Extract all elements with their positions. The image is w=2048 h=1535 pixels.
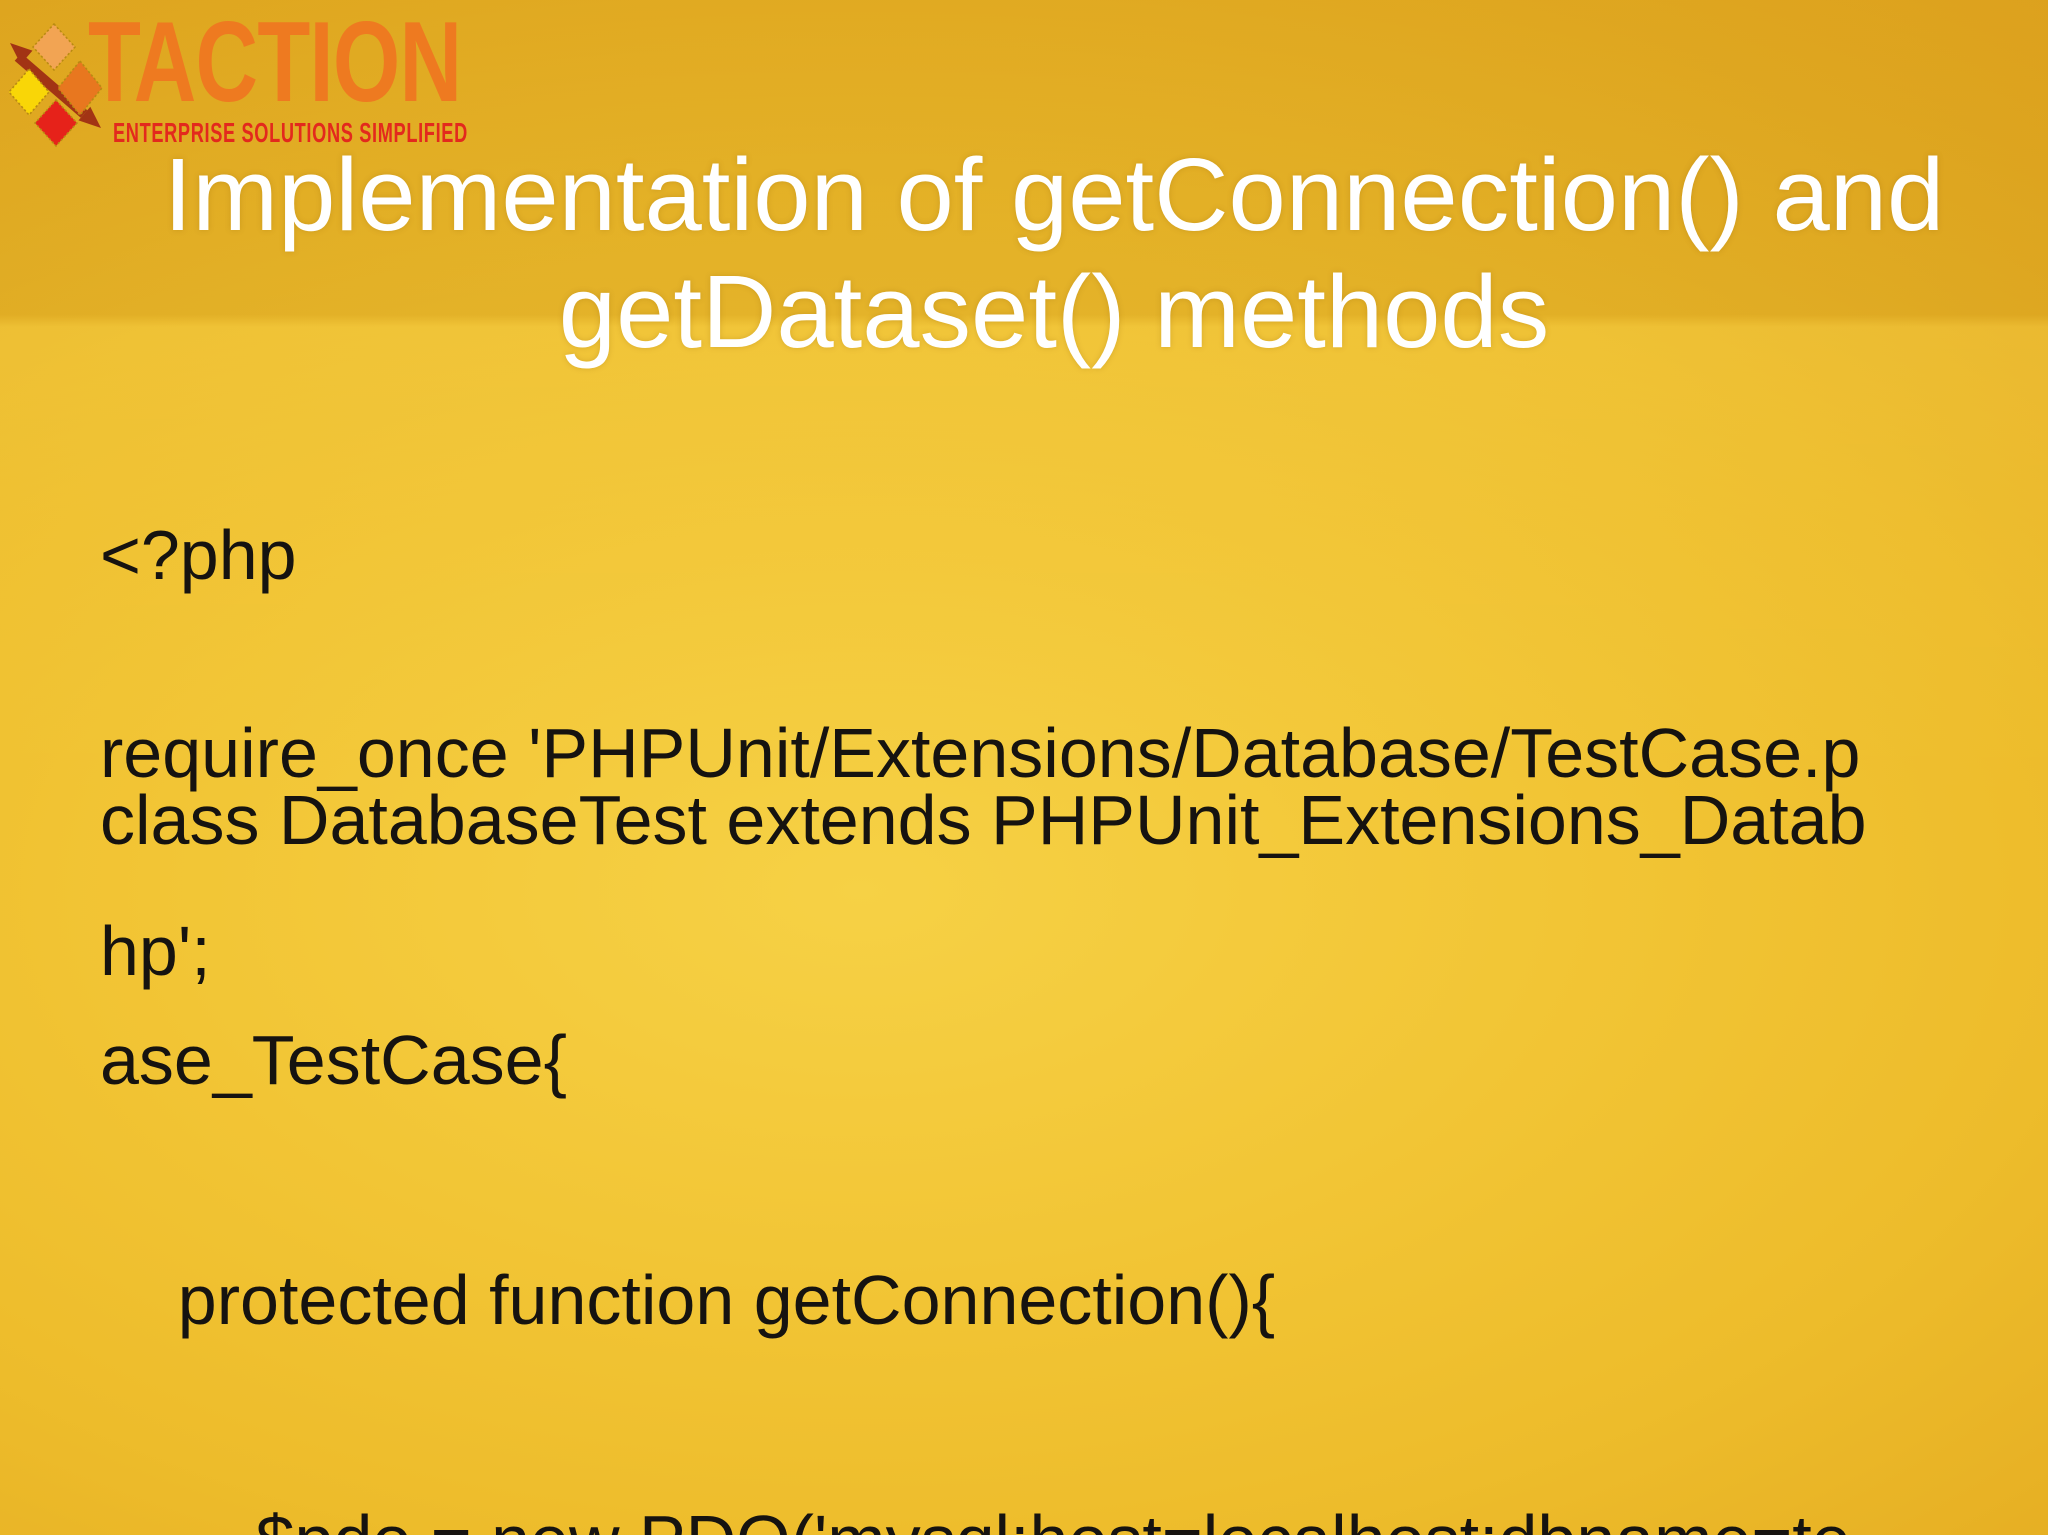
code-line: require_once 'PHPUnit/Extensions/Databas… xyxy=(100,714,1861,792)
code-block-header: <?php require_once 'PHPUnit/Extensions/D… xyxy=(100,390,1860,1116)
code-line: protected function getConnection(){ xyxy=(100,1261,1276,1339)
code-line: class DatabaseTest extends PHPUnit_Exten… xyxy=(100,781,1867,859)
code-block-body: class DatabaseTest extends PHPUnit_Exten… xyxy=(100,620,1867,1535)
code-line: hp'; xyxy=(100,912,211,990)
code-line: $pdo = new PDO('mysql:host=localhost;dbn… xyxy=(100,1500,1867,1535)
brand-tagline: ENTERPRISE SOLUTIONS SIMPLIFIED xyxy=(113,117,468,148)
slide-title-line2: getDataset() methods xyxy=(558,254,1550,369)
brand-name: TACTION xyxy=(88,0,462,126)
slide-title-line1: Implementation of getConnection() and xyxy=(163,137,1945,252)
code-line: <?php xyxy=(100,516,297,594)
logo-emblem-icon xyxy=(7,22,104,148)
slide-title: Implementation of getConnection() and ge… xyxy=(60,136,2048,370)
code-line: ase_TestCase{ xyxy=(100,1021,567,1099)
taction-logo: TACTION ENTERPRISE SOLUTIONS SIMPLIFIED xyxy=(0,0,540,165)
